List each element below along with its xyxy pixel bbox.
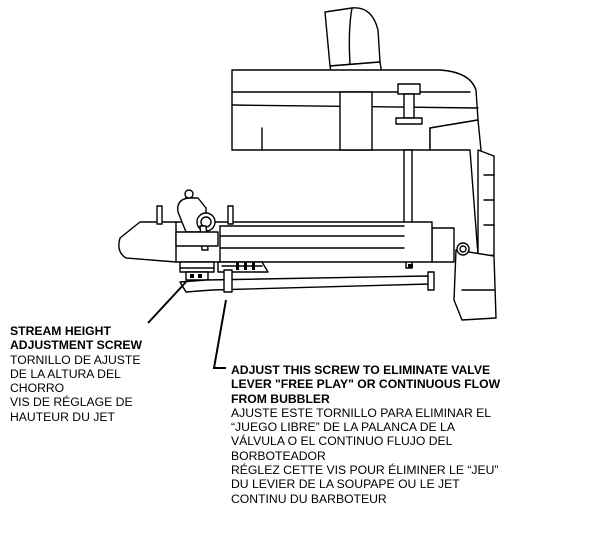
adjustment-knob	[395, 83, 423, 125]
valve-lever-handle	[175, 197, 219, 251]
valve-adjust-spanish-line: “JUEGO LIBRE” DE LA PALANCA DE LA	[231, 420, 455, 435]
stream-height-spanish-line: TORNILLO DE AJUSTE	[10, 352, 141, 367]
stream-height-title-line: STREAM HEIGHT	[10, 324, 111, 338]
valve-adjust-spanish-line: BORBOTEADOR	[231, 448, 326, 463]
valve-body	[118, 221, 433, 263]
stream-height-title-line: ADJUSTMENT SCREW	[10, 338, 143, 353]
valve-adjust-title-line: FROM BUBBLER	[231, 391, 330, 406]
side-bracket	[429, 119, 497, 321]
valve-adjust-title-line: LEVER "FREE PLAY" OR CONTINUOUS FLOW	[231, 377, 501, 392]
valve-adjust-french-line: RÉGLEZ CETTE VIS POUR ÉLIMINER LE “JEU”	[231, 463, 499, 478]
valve-lever-arm	[179, 261, 435, 293]
stream-height-french-line: VIS DE RÉGLAGE DE	[10, 395, 133, 410]
valve-adjust-label: ADJUST THIS SCREW TO ELIMINATE VALVE LEV…	[231, 363, 586, 506]
valve-adjust-title-line: ADJUST THIS SCREW TO ELIMINATE VALVE	[231, 363, 491, 377]
stream-height-spanish-line: DE LA ALTURA DEL	[10, 366, 121, 381]
valve-adjust-leader	[212, 299, 227, 369]
valve-adjust-spanish-line: AJUSTE ESTE TORNILLO PARA ELIMINAR EL	[231, 405, 492, 420]
stream-height-spanish-line: CHORRO	[10, 381, 65, 396]
stream-height-leader	[147, 281, 187, 324]
stream-height-label: STREAM HEIGHT ADJUSTMENT SCREW TORNILLO …	[10, 324, 200, 424]
stream-height-french-line: HAUTEUR DU JET	[10, 409, 115, 424]
stream-height-screw	[179, 261, 215, 281]
valve-adjust-french-line: CONTINU DU BARBOTEUR	[231, 491, 387, 506]
valve-adjust-spanish-line: VÁLVULA O EL CONTINUO FLUJO DEL	[231, 434, 453, 449]
leader-lines	[147, 281, 227, 369]
valve-adjust-french-line: DU LEVIER DE LA SOUPAPE OU LE JET	[231, 477, 460, 492]
